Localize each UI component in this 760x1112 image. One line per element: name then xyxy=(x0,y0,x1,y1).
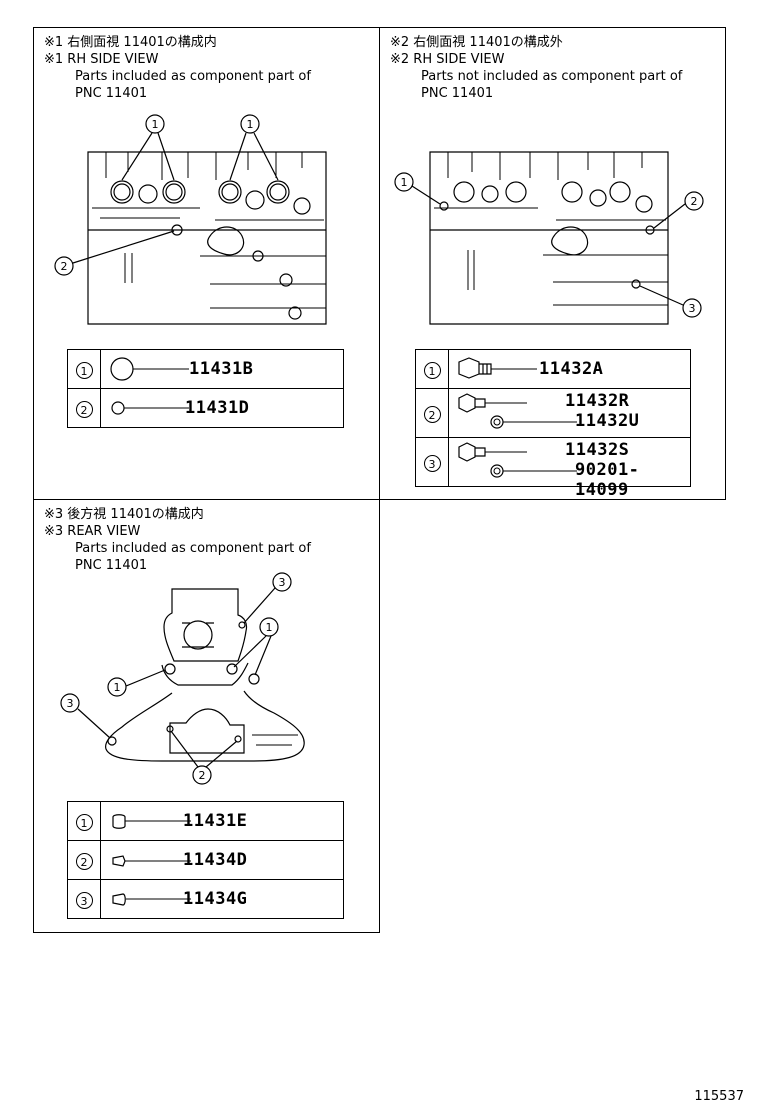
part-number: 11431B xyxy=(189,359,254,379)
panel1-header-en: ※1 RH SIDE VIEW xyxy=(44,52,159,67)
panel1-callout-2: 2 xyxy=(61,260,68,273)
panel3-rear-view-drawing: 3 1 1 3 2 xyxy=(60,572,305,785)
plug-large-icon xyxy=(110,357,189,381)
panel3-callout-3b: 3 xyxy=(67,697,74,710)
panel1-header: ※1 右側面視 11401の構成内 ※1 RH SIDE VIEW Parts … xyxy=(44,34,311,102)
part-number: 90201-14099 xyxy=(575,460,640,500)
part-number: 11434D xyxy=(183,850,248,870)
panel3-desc-line1: Parts included as component part of xyxy=(75,541,311,556)
panel3-callout-1a: 1 xyxy=(266,621,273,634)
taper-plug-icon xyxy=(112,893,191,906)
panel2-header-jp: ※2 右側面視 11401の構成外 xyxy=(390,35,563,50)
taper-plug-icon xyxy=(112,855,191,867)
panel2-header-en: ※2 RH SIDE VIEW xyxy=(390,52,505,67)
row-number: 3 xyxy=(423,454,441,472)
panel1-callout-1b: 1 xyxy=(247,118,254,131)
row-number: 1 xyxy=(75,361,93,379)
panel1-header-jp: ※1 右側面視 11401の構成内 xyxy=(44,35,217,50)
panel2-header: ※2 右側面視 11401の構成外 ※2 RH SIDE VIEW Parts … xyxy=(390,34,682,102)
part-number: 11432R xyxy=(565,391,630,411)
panel1-parts-table: 1 11431B 2 11431D xyxy=(67,349,344,428)
panel2-callout-2: 2 xyxy=(691,195,698,208)
panel3-header-en: ※3 REAR VIEW xyxy=(44,524,141,539)
panel1-desc-line2: PNC 11401 xyxy=(75,86,148,101)
table-row: 1 11431E xyxy=(67,801,344,841)
part-number: 11432S xyxy=(565,440,630,460)
part-number: 11431D xyxy=(185,398,250,418)
panel3-parts-table: 1 11431E 2 11434D 3 11434G xyxy=(67,801,344,919)
cup-plug-icon xyxy=(112,814,191,829)
part-number: 11432U xyxy=(575,411,640,431)
table-row: 3 11434G xyxy=(67,879,344,919)
row-number: 2 xyxy=(423,405,441,423)
panel3-callout-2: 2 xyxy=(199,769,206,782)
panel2-callout-3: 3 xyxy=(689,302,696,315)
table-row: 3 11432S 90201-14099 xyxy=(415,437,691,500)
panel3-callout-3a: 3 xyxy=(279,576,286,589)
plug-small-icon xyxy=(111,401,189,415)
panel1-callout-1a: 1 xyxy=(152,118,159,131)
table-row: 1 11432A xyxy=(415,349,691,389)
row-number: 1 xyxy=(75,813,93,831)
panel3-callout-1b: 1 xyxy=(114,681,121,694)
row-number: 2 xyxy=(75,400,93,418)
bolt-with-gasket-icon xyxy=(458,393,577,429)
table-row: 2 11432R 11432U xyxy=(415,388,691,438)
panel1-desc-line1: Parts included as component part of xyxy=(75,69,311,84)
table-row: 2 11434D xyxy=(67,840,344,880)
row-number: 2 xyxy=(75,852,93,870)
panel2-parts-table: 1 11432A 2 11432R 11432U 3 11432S 90201-… xyxy=(415,349,691,500)
row-number: 1 xyxy=(423,361,441,379)
panel2-desc-line2: PNC 11401 xyxy=(421,86,494,101)
part-number: 11434G xyxy=(183,889,248,909)
panel-rear-view-included xyxy=(33,499,380,933)
panel3-header: ※3 後方視 11401の構成内 ※3 REAR VIEW Parts incl… xyxy=(44,506,311,574)
table-row: 2 11431D xyxy=(67,388,344,428)
panel2-callout-1: 1 xyxy=(401,176,408,189)
panel2-engine-block-drawing: 1 2 3 xyxy=(394,151,704,325)
bolt-with-gasket-icon xyxy=(458,442,577,478)
row-number: 3 xyxy=(75,891,93,909)
panel1-engine-block-drawing: 1 1 2 xyxy=(54,114,327,325)
panel2-desc-line1: Parts not included as component part of xyxy=(421,69,683,84)
illustration-code: 115537 xyxy=(694,1089,744,1104)
part-number: 11431E xyxy=(183,811,248,831)
panel-rh-side-view-not-included xyxy=(379,27,726,500)
panel3-desc-line2: PNC 11401 xyxy=(75,558,148,573)
hex-bolt-icon xyxy=(458,357,537,379)
part-number: 11432A xyxy=(539,359,604,379)
table-row: 1 11431B xyxy=(67,349,344,389)
panel3-header-jp: ※3 後方視 11401の構成内 xyxy=(44,507,204,522)
